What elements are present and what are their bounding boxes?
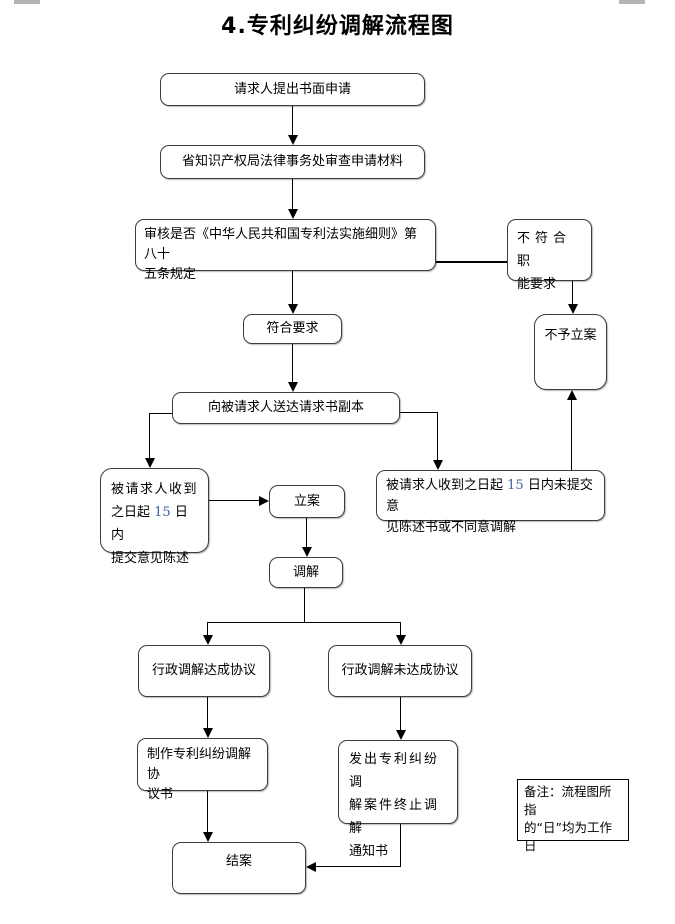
node-respondent-submits-opinion: 被请求人收到 之日起 15 日内 提交意见陈述 <box>100 468 209 566</box>
connector-deliver-notsubmit-h <box>400 412 438 414</box>
node-review-materials: 省知识产权局法律事务处审查申请材料 <box>160 145 425 179</box>
node-label-line: 能要求 <box>517 277 557 292</box>
connector-mediate-split <box>304 588 306 622</box>
arrowhead-down <box>302 547 312 557</box>
node-check-regulation: 审核是否《中华人民共和国专利法实施细则》第八十 五条规定 <box>135 219 436 282</box>
days-number: 15 <box>507 478 524 493</box>
connector-deliver-received-v <box>149 413 151 458</box>
arrowhead-down <box>288 304 298 314</box>
node-case-closed: 结案 <box>172 842 306 894</box>
node-label-line: 被请求人收到 <box>111 482 199 497</box>
arrowhead-down <box>203 635 213 645</box>
connector-deliver-notsubmit-v <box>437 412 439 460</box>
note-line: 日 <box>524 838 537 853</box>
arrowhead-down <box>288 209 298 219</box>
note-line: 备注：流程图所指 <box>524 784 612 817</box>
node-no-agreement: 行政调解未达成协议 <box>328 645 472 697</box>
connector-split-horizontal <box>207 622 401 624</box>
connector-review-check <box>292 179 294 209</box>
node-label: 省知识产权局法律事务处审查申请材料 <box>181 154 403 169</box>
arrowhead-down <box>288 382 298 392</box>
connector-makedoc-close <box>207 791 209 832</box>
arrowhead-down <box>203 728 213 738</box>
connector-deliver-received-h <box>149 413 172 415</box>
connector-check-match <box>292 271 294 304</box>
arrowhead-left <box>306 862 316 872</box>
arrowhead-down <box>288 135 298 145</box>
connector-split-agree <box>207 622 209 635</box>
page-title: 4.专利纠纷调解流程图 <box>221 14 454 39</box>
arrowhead-down <box>145 458 155 468</box>
node-label-line: 见陈述书或不同意调解 <box>386 520 517 535</box>
connector-split-disagree <box>400 622 402 635</box>
page-corner-mark-right <box>619 0 645 4</box>
node-deliver-copy: 向被请求人送达请求书副本 <box>172 392 400 424</box>
arrowhead-down <box>203 832 213 842</box>
node-label-line: 通知书 <box>349 844 389 859</box>
node-no-opinion-or-refuse: 被请求人收到之日起 15 日内未提交意 见陈述书或不同意调解 <box>376 470 605 535</box>
arrowhead-down <box>396 635 406 645</box>
node-no-case-filed: 不予立案 <box>534 314 607 390</box>
connector-agree-makedoc <box>207 697 209 728</box>
connector-disagree-terminate <box>400 697 402 730</box>
page-corner-mark-left <box>14 0 40 4</box>
node-label-line: 被请求人收到之日起 15 日内未提交意 <box>386 478 593 514</box>
arrowhead-up <box>567 390 577 400</box>
node-label: 行政调解未达成协议 <box>341 663 459 678</box>
note-box: 备注：流程图所指 的“日”均为工作 日 <box>517 779 629 853</box>
node-label: 不予立案 <box>544 328 597 343</box>
connector-terminate-close-v <box>400 824 402 867</box>
node-label-line: 提交意见陈述 <box>111 551 190 566</box>
connector-notmatch-nocase <box>572 281 574 304</box>
node-label-line: 不符合职 <box>517 231 572 269</box>
connector-apply-review <box>292 106 294 135</box>
arrowhead-down <box>433 460 443 470</box>
node-label: 行政调解达成协议 <box>151 663 256 678</box>
arrowhead-down <box>396 730 406 740</box>
node-meets-requirements: 符合要求 <box>243 314 342 344</box>
node-label-line: 议书 <box>147 787 174 802</box>
connector-match-deliver <box>292 344 294 382</box>
node-case-filed: 立案 <box>269 485 345 518</box>
node-not-meet-function: 不符合职 能要求 <box>507 219 592 292</box>
node-written-application: 请求人提出书面申请 <box>160 73 425 106</box>
connector-terminate-close-h <box>316 866 401 868</box>
node-label-line: 发出专利纠纷调 <box>349 752 440 790</box>
node-label: 向被请求人送达请求书副本 <box>207 400 364 415</box>
node-label-line: 制作专利纠纷调解协 <box>147 747 252 782</box>
connector-filed-mediate <box>306 518 308 547</box>
node-agreement-reached: 行政调解达成协议 <box>138 645 270 697</box>
node-label-line: 解案件终止调解 <box>349 798 440 836</box>
node-label: 结案 <box>225 854 252 869</box>
node-label-line: 之日起 15 日内 <box>111 505 188 543</box>
node-label: 符合要求 <box>266 321 319 336</box>
connector-notsubmit-nocase <box>571 399 573 470</box>
node-label: 调解 <box>292 564 319 580</box>
arrowhead-down <box>568 304 578 314</box>
node-mediation: 调解 <box>269 557 343 588</box>
node-issue-termination-notice: 发出专利纠纷调 解案件终止调解 通知书 <box>338 740 458 859</box>
days-number: 15 <box>154 505 171 520</box>
node-label: 请求人提出书面申请 <box>233 81 351 97</box>
node-make-mediation-agreement: 制作专利纠纷调解协 议书 <box>137 738 268 802</box>
node-label: 立案 <box>293 493 320 509</box>
note-line: 的“日”均为工作 <box>524 820 612 835</box>
node-label-line: 审核是否《中华人民共和国专利法实施细则》第八十 <box>144 227 418 262</box>
node-label-line: 五条规定 <box>144 267 197 282</box>
arrowhead-right <box>259 496 269 506</box>
connector-received-filed <box>209 500 259 502</box>
connector-check-notmatch <box>436 261 507 264</box>
